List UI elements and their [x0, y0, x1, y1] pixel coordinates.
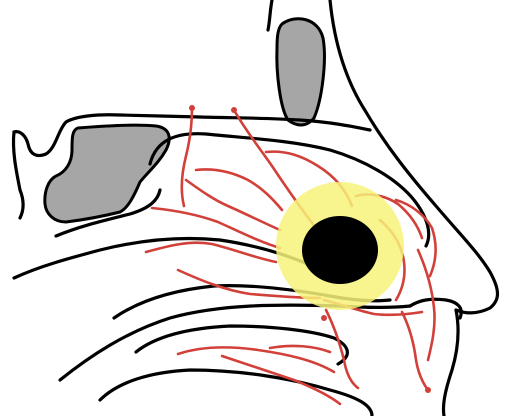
bleeding-point-marker: [276, 182, 404, 310]
artery-origin-dot-1: [189, 105, 195, 111]
bleeding-point-core: [302, 216, 378, 284]
artery-end-dot: [425, 387, 431, 393]
artery-junction-dot: [321, 315, 327, 321]
artery-origin-dot-2: [231, 107, 237, 113]
frontal-sinus-shape: [277, 19, 325, 125]
